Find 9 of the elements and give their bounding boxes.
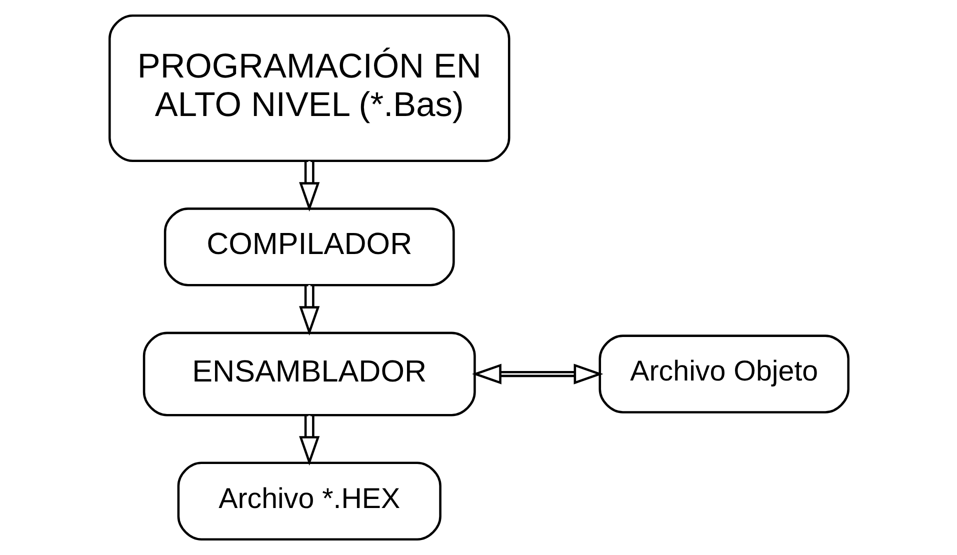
node-box: COMPILADOR [163, 208, 454, 286]
node-box: Archivo Objeto [598, 334, 849, 414]
arrow [298, 161, 320, 212]
node-box: PROGRAMACIÓN EN ALTO NIVEL (*.Bas) [108, 14, 510, 162]
arrow [298, 416, 320, 466]
node-box: ENSAMBLADOR [142, 332, 476, 416]
arrow [298, 285, 320, 336]
arrow [471, 364, 603, 384]
node-box: Archivo *.HEX [176, 462, 441, 540]
